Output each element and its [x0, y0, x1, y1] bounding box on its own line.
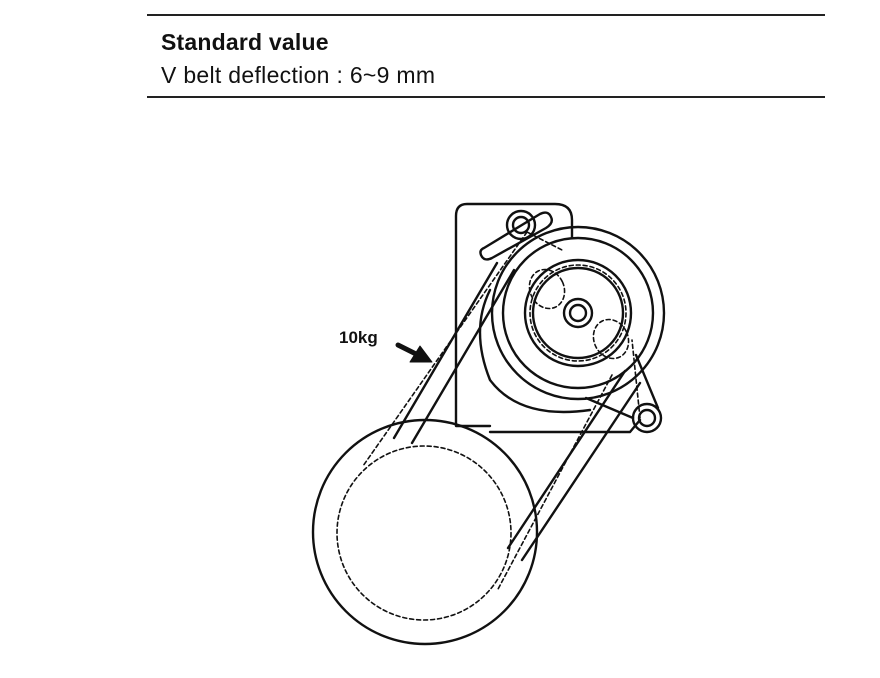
v-belt — [392, 261, 642, 562]
belt-deflection-spec: V belt deflection : 6~9 mm — [161, 62, 436, 88]
crankshaft-pulley — [311, 418, 539, 646]
hidden-belt-path — [336, 231, 641, 621]
alternator-mount-plate — [454, 202, 642, 434]
mount-arm — [584, 396, 635, 420]
upper-bolt — [505, 209, 537, 241]
spec-title: Standard value — [161, 29, 329, 55]
force-arrow-icon — [395, 342, 433, 363]
alternator-pulley — [490, 225, 666, 401]
mount-arm-edge — [634, 353, 660, 410]
lower-bolt — [631, 402, 663, 434]
adjuster-slot — [479, 211, 554, 261]
force-label: 10kg — [339, 328, 378, 347]
alternator-body — [478, 288, 592, 414]
standard-value-box: Standard value V belt deflection : 6~9 m… — [147, 14, 825, 98]
